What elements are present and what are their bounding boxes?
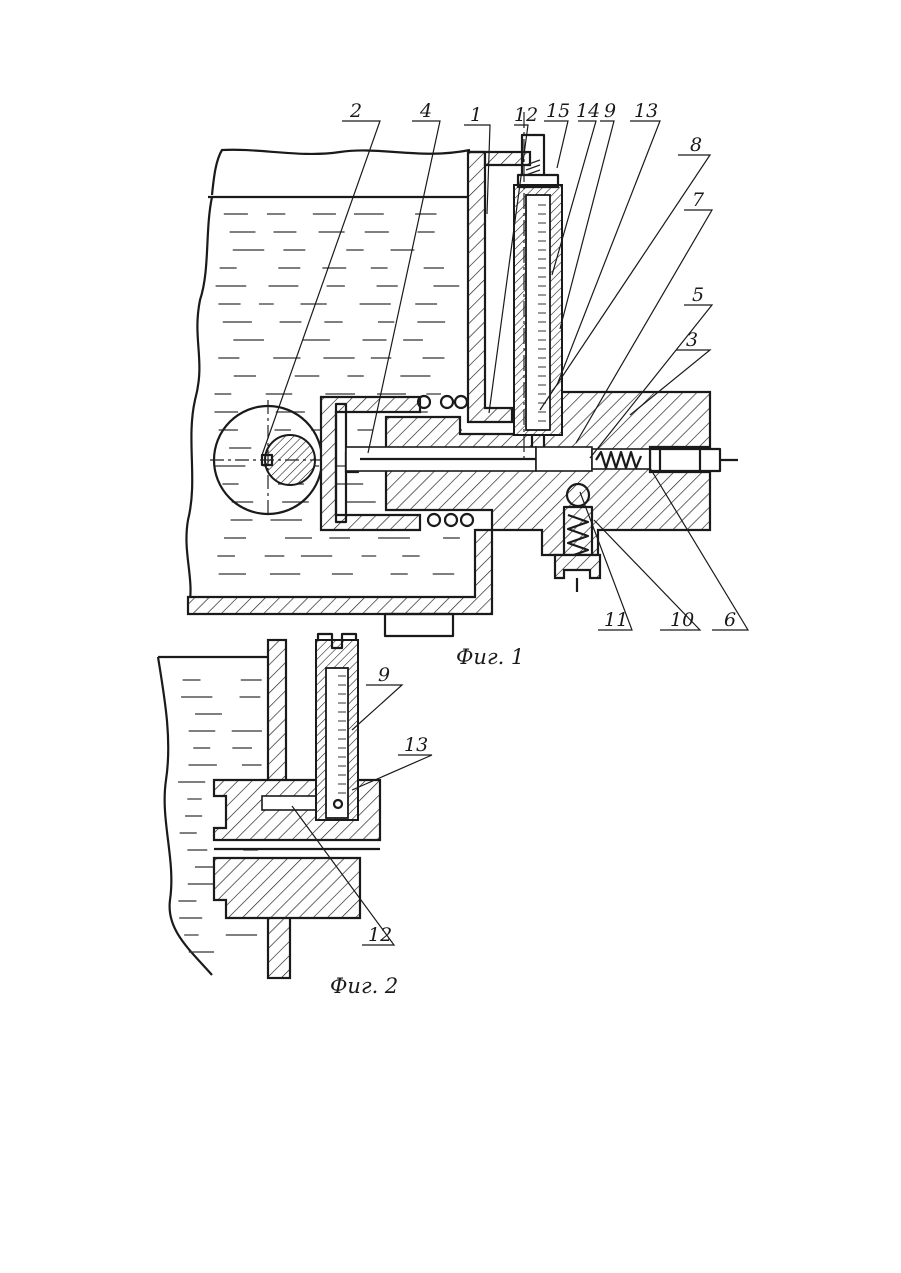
callout-8: 8 [690, 134, 702, 156]
callout-12: 12 [514, 104, 538, 126]
callout-12-fig2: 12 [368, 924, 392, 946]
figure-2: 9 13 12 Фиг. 2 [158, 634, 432, 998]
discharge-plug [650, 449, 738, 471]
callout-13-fig2: 13 [404, 734, 428, 756]
callout-15: 15 [546, 100, 570, 122]
callout-3: 3 [686, 329, 698, 351]
pump-body-lower-fig2 [214, 858, 360, 918]
tank-outline [186, 150, 470, 612]
sight-glass-fig2 [316, 634, 358, 820]
callout-2: 2 [349, 100, 362, 122]
callout-7: 7 [692, 189, 705, 211]
indicator-housing [468, 152, 512, 422]
figure-1-caption: Фиг. 1 [456, 645, 524, 669]
figure-1: 2 4 1 12 15 14 9 13 8 7 5 3 11 10 6 Фиг.… [186, 100, 748, 669]
tank-bottom-wall [188, 530, 492, 614]
tank-wall-fig2 [268, 640, 286, 790]
callout-5: 5 [692, 284, 704, 306]
callout-14: 14 [576, 100, 600, 122]
callout-6: 6 [724, 609, 736, 631]
callout-9: 9 [604, 100, 616, 122]
callout-4: 4 [419, 100, 432, 122]
figure-2-caption: Фиг. 2 [330, 974, 398, 998]
callout-9-fig2: 9 [378, 664, 390, 686]
callout-10: 10 [670, 609, 694, 631]
callout-1: 1 [470, 104, 482, 126]
tank-foot [385, 614, 453, 636]
callout-13: 13 [634, 100, 658, 122]
sight-glass [514, 135, 562, 447]
channel-fig2 [262, 796, 322, 810]
discharge-chamber [536, 447, 592, 471]
callout-11: 11 [604, 609, 628, 631]
cam [210, 400, 325, 515]
